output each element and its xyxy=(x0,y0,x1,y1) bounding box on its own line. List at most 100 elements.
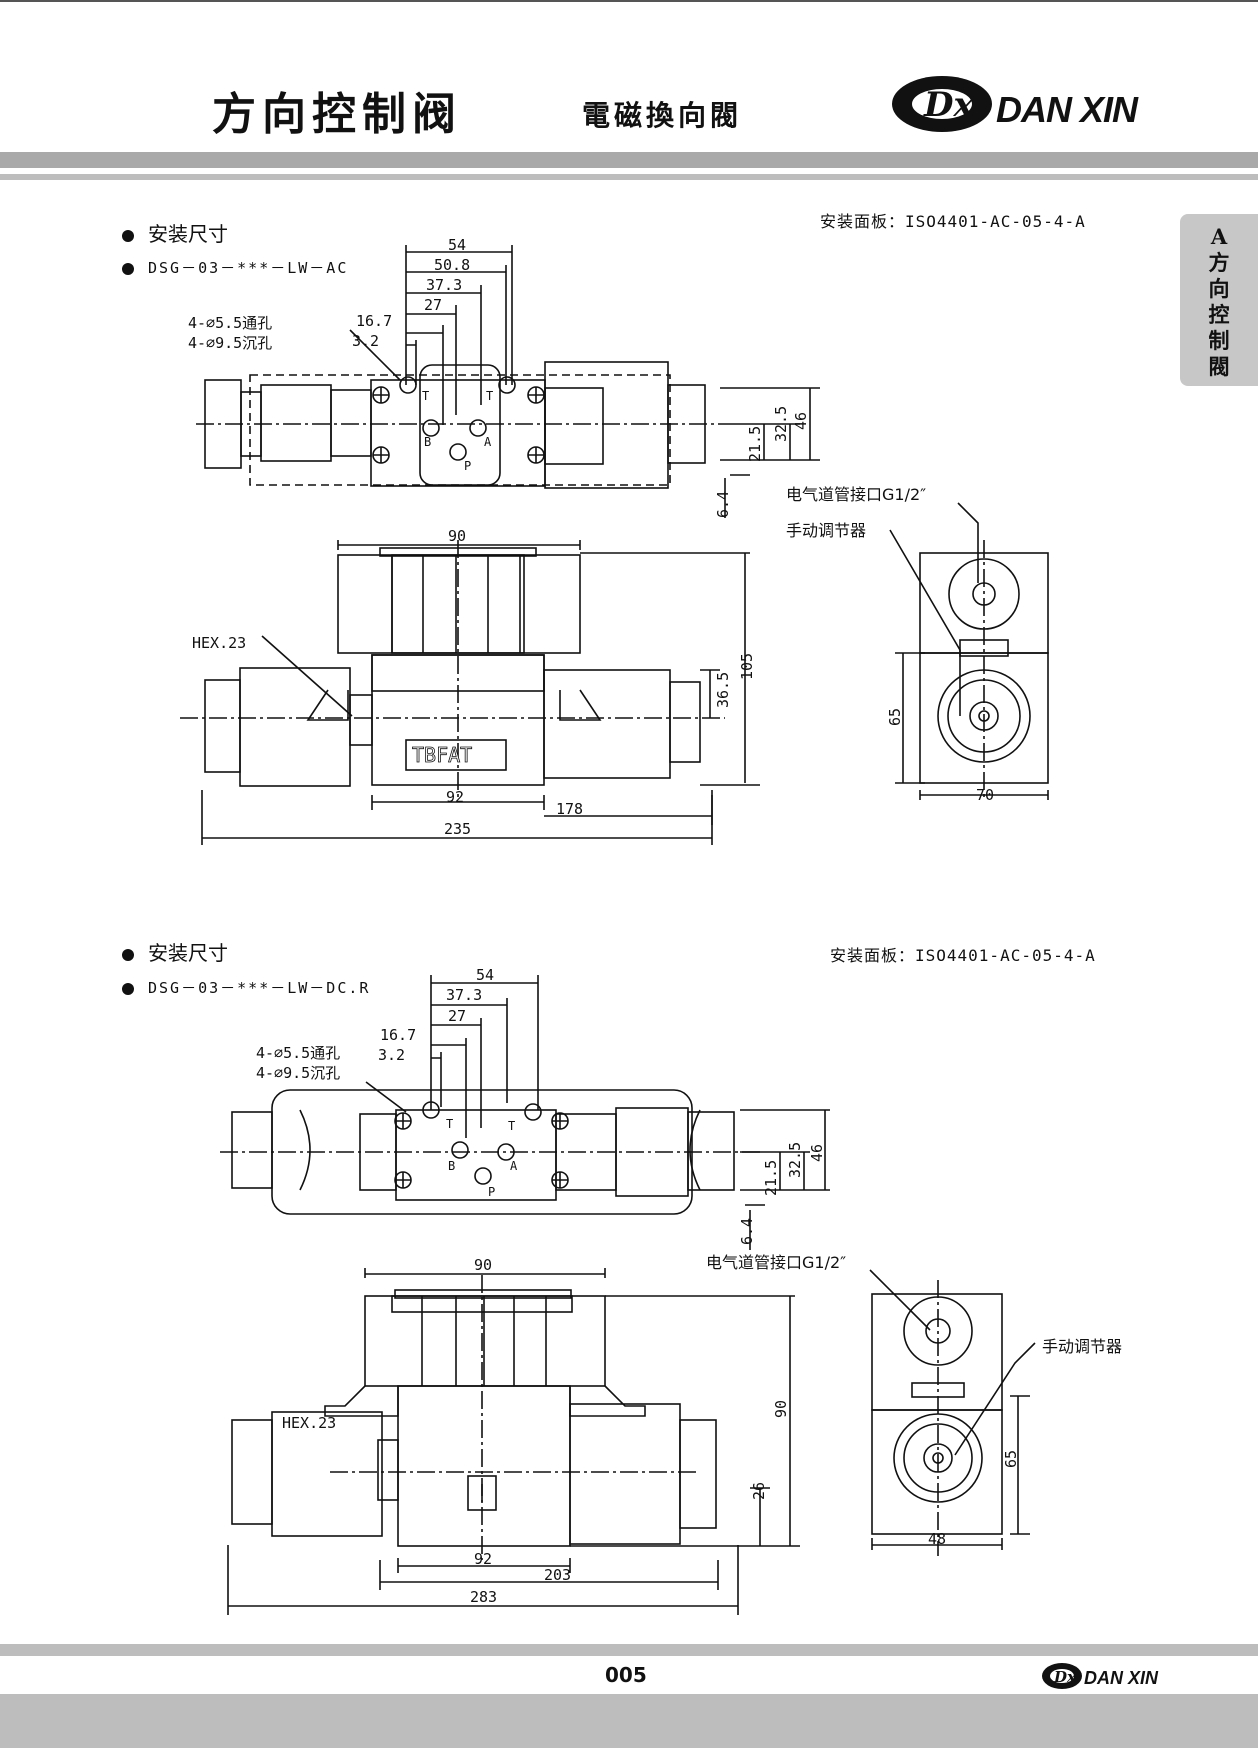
dimension-label: 48 xyxy=(928,1530,946,1548)
category-letter: A xyxy=(1210,224,1228,249)
section-2-model: DSG－03－***－LW－DC.R xyxy=(122,977,370,998)
dimension-label: 178 xyxy=(556,800,583,818)
port-label: P xyxy=(464,459,471,473)
dimension-label: 46 xyxy=(792,412,810,430)
top-view xyxy=(196,361,720,489)
dimension-label: 32.5 xyxy=(786,1142,804,1178)
callout-label: 电气道管接口G1/2″ xyxy=(786,485,926,504)
mounting-holes xyxy=(372,376,545,464)
port-label: T xyxy=(508,1119,515,1133)
section-2-heading: 安装尺寸 xyxy=(122,937,228,966)
category-char: 向 xyxy=(1208,276,1230,301)
dimension-label: 90 xyxy=(474,1256,492,1274)
dimension-label: 37.3 xyxy=(426,276,462,294)
front-view xyxy=(231,1275,717,1560)
top-view xyxy=(220,1089,760,1215)
dimension-label: 16.7 xyxy=(356,312,392,330)
category-char: 控 xyxy=(1208,302,1230,327)
dimension-label: 70 xyxy=(976,786,994,804)
callout-label: 电气道管接口G1/2″ xyxy=(706,1253,846,1272)
section-2-drawing: 54 37.3 27 16.7 3.2 4-⌀5.5通孔 4-⌀9.5沉孔 T … xyxy=(220,966,1122,1615)
hex-label: HEX.23 xyxy=(282,1414,336,1432)
port-label: A xyxy=(484,435,492,449)
dimension-label: 27 xyxy=(424,296,442,314)
dimension-label: 90 xyxy=(448,527,466,545)
port-label: A xyxy=(510,1159,518,1173)
port-label: T xyxy=(422,389,429,403)
category-tab[interactable]: A 方 向 控 制 閥 xyxy=(1180,214,1258,386)
dimension-label: 36.5 xyxy=(714,672,732,708)
page-number: 005 xyxy=(605,1663,647,1687)
dimension-label: 235 xyxy=(444,820,471,838)
port-label: T xyxy=(486,389,493,403)
dimension-label: 54 xyxy=(448,236,466,254)
logo-letters: Dx xyxy=(923,85,974,125)
dimension-label: 26 xyxy=(750,1482,768,1500)
side-view xyxy=(889,502,1049,800)
page-title: 方向控制阀 xyxy=(212,89,462,140)
hole-label: 4-⌀9.5沉孔 xyxy=(256,1064,340,1082)
callout-label: 手动调节器 xyxy=(786,521,866,540)
footer-bottom-band xyxy=(0,1694,1258,1748)
logo-badge-inner xyxy=(1050,1669,1074,1683)
section-2-mounting-plate: 安装面板：ISO4401-AC-05-4-A xyxy=(830,946,1096,965)
side-view xyxy=(869,1269,1036,1556)
front-dimensions xyxy=(201,540,760,845)
page-subtitle: 電磁換向閥 xyxy=(582,99,743,132)
section-1-drawing: 54 50.8 37.3 27 16.7 3.2 4-⌀5.5通孔 4-⌀9.5… xyxy=(180,236,1049,845)
callout-label: 手动调节器 xyxy=(1042,1337,1122,1356)
dimension-label: 37.3 xyxy=(446,986,482,1004)
dimension-label: 65 xyxy=(1002,1450,1020,1468)
category-char: 制 xyxy=(1208,328,1230,353)
port-label: B xyxy=(424,435,431,449)
dimension-label: 32.5 xyxy=(772,406,790,442)
dimension-label: 54 xyxy=(476,966,494,984)
dimension-label: 92 xyxy=(446,788,464,806)
port-label: T xyxy=(446,1117,453,1131)
category-char: 閥 xyxy=(1208,354,1230,379)
top-dimensions xyxy=(349,245,513,425)
logo-letters: Dx xyxy=(1053,1668,1077,1686)
brand-name: DAN XIN xyxy=(996,89,1139,130)
dimension-label: 27 xyxy=(448,1007,466,1025)
port-label: P xyxy=(488,1185,495,1199)
hole-label: 4-⌀5.5通孔 xyxy=(188,314,272,332)
logo-badge-inner xyxy=(912,89,972,119)
bullet-icon xyxy=(122,948,134,961)
right-dimensions xyxy=(740,1109,830,1250)
hole-label: 4-⌀9.5沉孔 xyxy=(188,334,272,352)
section-1-heading: 安装尺寸 xyxy=(122,218,228,247)
footer-band xyxy=(0,1644,1258,1656)
bullet-icon xyxy=(122,262,134,275)
dimension-label: 21.5 xyxy=(762,1160,780,1196)
nameplate-text: TBFAT xyxy=(412,743,472,767)
front-view xyxy=(180,540,725,800)
top-dimensions xyxy=(365,975,539,1138)
mounting-holes xyxy=(394,1101,569,1189)
dimension-label: 90 xyxy=(772,1400,790,1418)
footer-brand: DAN XIN xyxy=(1084,1668,1159,1688)
dimension-label: 3.2 xyxy=(378,1046,405,1064)
header-band xyxy=(0,152,1258,168)
hex-label: HEX.23 xyxy=(192,634,246,652)
right-dimensions xyxy=(720,387,820,518)
dimension-label: 105 xyxy=(738,653,756,680)
dimension-label: 50.8 xyxy=(434,256,470,274)
header-band-thin xyxy=(0,174,1258,180)
footer-logo: Dx DAN XIN xyxy=(1042,1663,1159,1689)
dimension-label: 16.7 xyxy=(380,1026,416,1044)
port-label: B xyxy=(448,1159,455,1173)
dimension-label: 283 xyxy=(470,1588,497,1606)
header-top-rule xyxy=(0,0,1258,2)
dimension-label: 6.4 xyxy=(714,491,732,518)
bullet-icon xyxy=(122,229,134,242)
dimension-label: 46 xyxy=(808,1144,826,1162)
dimension-label: 21.5 xyxy=(746,426,764,462)
bullet-icon xyxy=(122,982,134,995)
section-1-mounting-plate: 安装面板：ISO4401-AC-05-4-A xyxy=(820,212,1086,231)
dimension-label: 3.2 xyxy=(352,332,379,350)
dimension-label: 92 xyxy=(474,1550,492,1568)
hole-label: 4-⌀5.5通孔 xyxy=(256,1044,340,1062)
dimension-label: 6.4 xyxy=(738,1218,756,1245)
category-char: 方 xyxy=(1208,250,1230,275)
